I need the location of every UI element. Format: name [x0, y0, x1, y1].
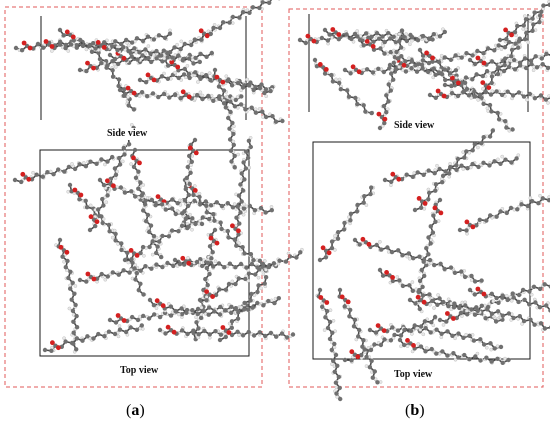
panel-a-side-view-label: Side view — [105, 128, 150, 140]
panel-b-caption-letter: b — [410, 402, 420, 419]
panel-b-molecules — [297, 0, 550, 402]
panel-a-caption: (a) — [126, 402, 145, 419]
panel-a-molecules — [12, 0, 304, 354]
panel-b-top-box — [312, 141, 531, 360]
panel-b-top-view-label: Top view — [392, 369, 435, 381]
panel-b-caption: (b) — [405, 402, 425, 419]
panel-a-top-box — [39, 149, 250, 357]
panel-a-caption-letter: a — [131, 402, 140, 419]
panel-a-top-view-label: Top view — [118, 365, 161, 377]
panel-b-side-view-label: Side view — [392, 120, 437, 132]
panel-a-border — [4, 6, 263, 388]
